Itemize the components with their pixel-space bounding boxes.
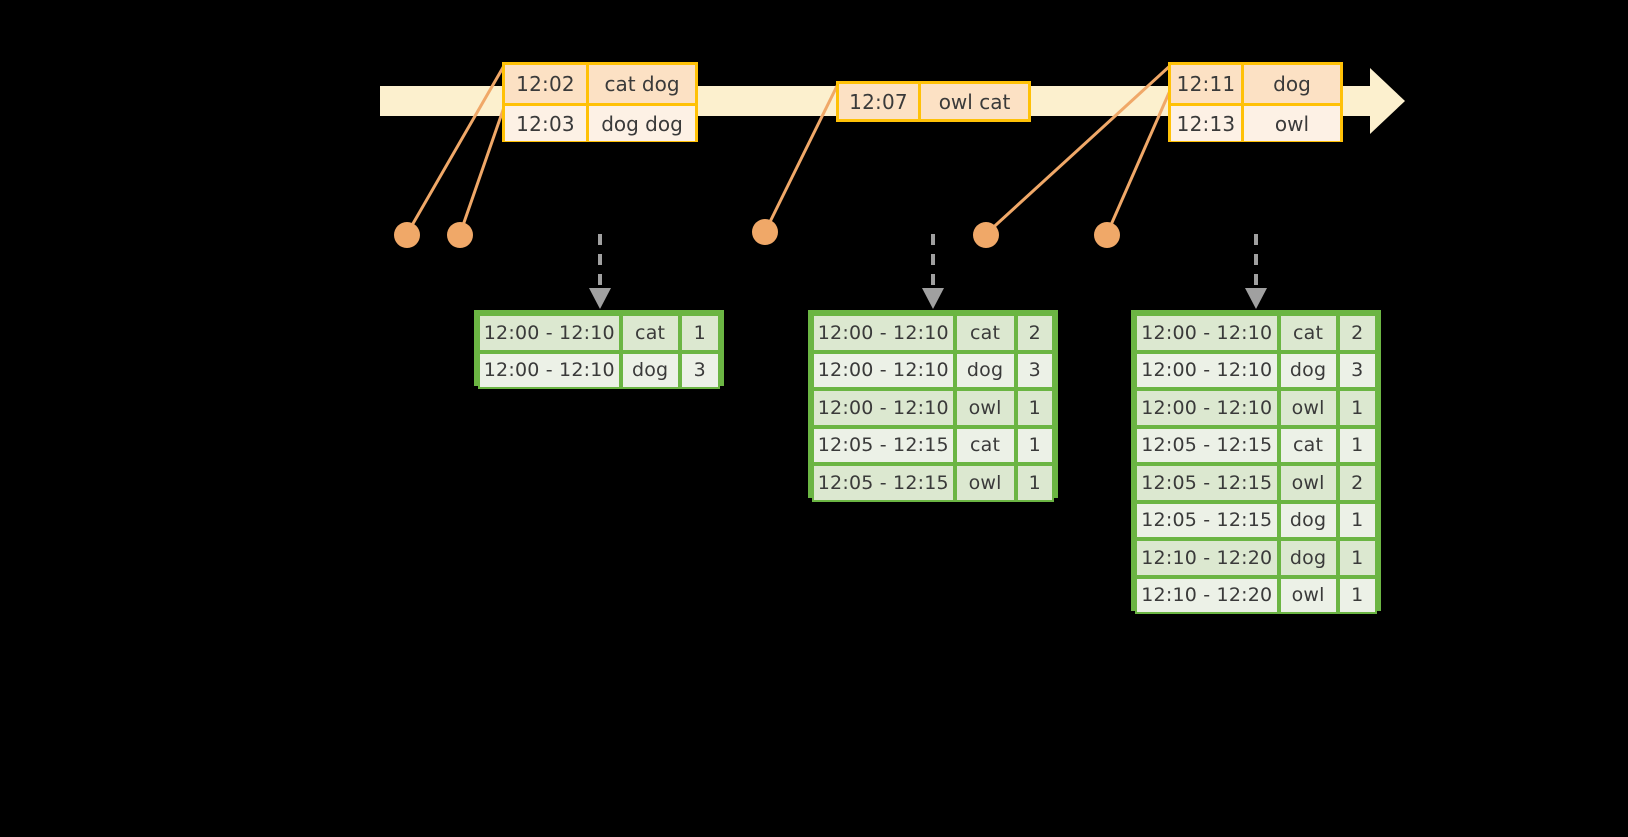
cell-count: 3 <box>1337 351 1378 389</box>
cell-count: 2 <box>1337 464 1378 502</box>
cell-window: 12:00 - 12:10 <box>812 351 955 389</box>
event-box-1[interactable]: 12:02 cat dog 12:03 dog dog <box>502 62 698 142</box>
event-time: 12:03 <box>505 106 589 141</box>
cell-window: 12:05 - 12:15 <box>812 464 955 502</box>
connector-dot <box>447 222 473 248</box>
cell-word: dog <box>1278 501 1338 539</box>
event-time: 12:11 <box>1171 65 1244 103</box>
cell-count: 1 <box>1337 389 1378 427</box>
event-words: owl cat <box>921 84 1028 119</box>
event-box-2[interactable]: 12:07 owl cat <box>836 81 1031 122</box>
dashed-arrow-head-icon <box>922 288 944 309</box>
event-time: 12:02 <box>505 65 589 103</box>
cell-word: cat <box>1278 426 1338 464</box>
timeline-arrowhead-icon <box>1370 68 1405 134</box>
cell-window: 12:10 - 12:20 <box>1135 576 1279 614</box>
cell-window: 12:00 - 12:10 <box>478 314 621 352</box>
dashed-arrow-head-icon <box>589 288 611 309</box>
event-row: 12:11 dog <box>1171 65 1340 103</box>
event-time: 12:07 <box>839 84 921 119</box>
cell-word: owl <box>1278 464 1338 502</box>
cell-window: 12:00 - 12:10 <box>1135 314 1279 352</box>
cell-word: owl <box>1278 576 1338 614</box>
cell-count: 3 <box>679 351 721 389</box>
cell-word: cat <box>954 314 1016 352</box>
cell-window: 12:00 - 12:10 <box>812 314 955 352</box>
event-row: 12:07 owl cat <box>839 84 1028 119</box>
cell-window: 12:05 - 12:15 <box>1135 426 1279 464</box>
cell-window: 12:05 - 12:15 <box>812 426 955 464</box>
event-row: 12:02 cat dog <box>505 65 695 103</box>
event-row: 12:03 dog dog <box>505 103 695 141</box>
cell-count: 1 <box>1015 464 1055 502</box>
event-words: owl <box>1244 106 1340 141</box>
cell-word: owl <box>1278 389 1338 427</box>
connector-dot <box>394 222 420 248</box>
cell-count: 1 <box>1337 576 1378 614</box>
cell-word: owl <box>954 464 1016 502</box>
cell-window: 12:05 - 12:15 <box>1135 501 1279 539</box>
cell-count: 1 <box>1015 426 1055 464</box>
cell-count: 2 <box>1337 314 1378 352</box>
dashed-arrow-head-icon <box>1245 288 1267 309</box>
cell-count: 2 <box>1015 314 1055 352</box>
cell-word: dog <box>1278 351 1338 389</box>
event-time: 12:13 <box>1171 106 1244 141</box>
cell-word: dog <box>620 351 680 389</box>
cell-count: 1 <box>1015 389 1055 427</box>
cell-word: cat <box>954 426 1016 464</box>
cell-window: 12:05 - 12:15 <box>1135 464 1279 502</box>
cell-word: dog <box>954 351 1016 389</box>
cell-count: 1 <box>679 314 721 352</box>
event-box-3[interactable]: 12:11 dog 12:13 owl <box>1168 62 1343 142</box>
event-words: dog <box>1244 65 1340 103</box>
cell-word: cat <box>620 314 680 352</box>
cell-word: owl <box>954 389 1016 427</box>
cell-count: 1 <box>1337 426 1378 464</box>
connector-dot <box>973 222 999 248</box>
cell-count: 1 <box>1337 501 1378 539</box>
cell-count: 1 <box>1337 539 1378 577</box>
cell-word: dog <box>1278 539 1338 577</box>
cell-window: 12:00 - 12:10 <box>1135 389 1279 427</box>
cell-count: 3 <box>1015 351 1055 389</box>
cell-window: 12:00 - 12:10 <box>812 389 955 427</box>
connector-dot <box>1094 222 1120 248</box>
cell-window: 12:10 - 12:20 <box>1135 539 1279 577</box>
cell-window: 12:00 - 12:10 <box>478 351 621 389</box>
cell-window: 12:00 - 12:10 <box>1135 351 1279 389</box>
cell-word: cat <box>1278 314 1338 352</box>
event-words: cat dog <box>589 65 695 103</box>
event-words: dog dog <box>589 106 695 141</box>
event-row: 12:13 owl <box>1171 103 1340 141</box>
connector-dot <box>752 219 778 245</box>
